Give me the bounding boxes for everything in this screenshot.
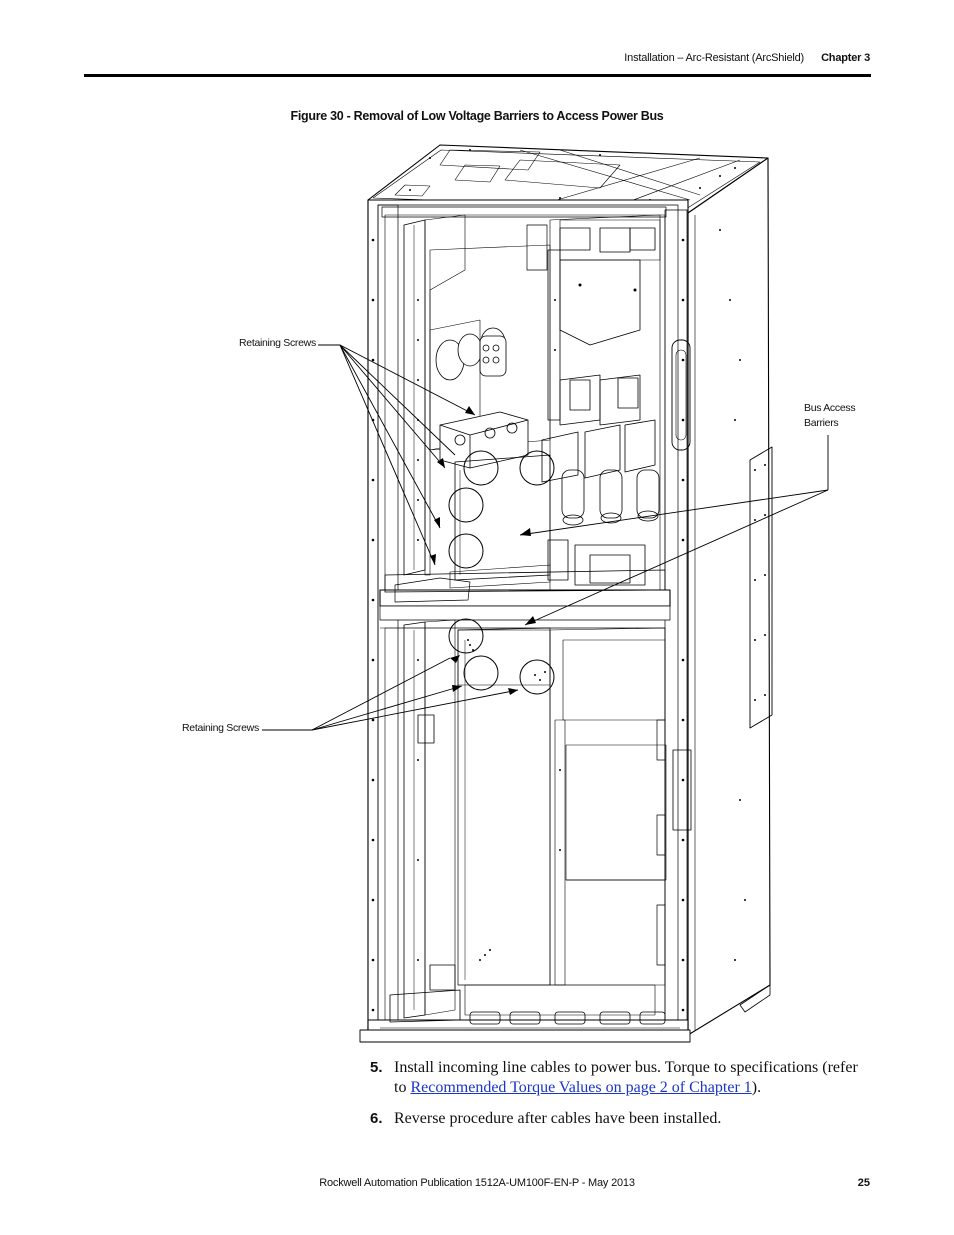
callout-bus-access-line1: Bus Access xyxy=(804,402,856,414)
callout-retaining-screws-upper: Retaining Screws xyxy=(239,337,316,349)
screw-highlight-circles xyxy=(448,450,555,695)
step-6-text: Reverse procedure after cables have been… xyxy=(394,1110,722,1127)
cabinet-drawing xyxy=(262,144,829,1043)
torque-values-link[interactable]: Recommended Torque Values on page 2 of C… xyxy=(410,1079,752,1096)
cabinet-base xyxy=(359,1029,691,1043)
lower-compartment xyxy=(384,619,667,1025)
cabinet-top xyxy=(367,144,769,214)
upper-compartment xyxy=(384,214,666,603)
cabinet-right-side xyxy=(687,157,773,1036)
step-5-number: 5. xyxy=(370,1059,383,1076)
header-section-title: Installation – Arc-Resistant (ArcShield) xyxy=(624,52,804,64)
callout-bus-access-barriers: Bus Access Barriers xyxy=(804,401,856,431)
step-6: 6. Reverse procedure after cables have b… xyxy=(370,1109,870,1129)
header-chapter-label: Chapter 3 xyxy=(821,52,870,64)
footer-publication: Rockwell Automation Publication 1512A-UM… xyxy=(319,1177,635,1189)
callout-retaining-screws-lower: Retaining Screws xyxy=(182,722,259,734)
figure-caption: Figure 30 - Removal of Low Voltage Barri… xyxy=(290,109,664,123)
header-rule xyxy=(84,74,871,77)
footer-page-number: 25 xyxy=(857,1177,870,1189)
step-5: 5. Install incoming line cables to power… xyxy=(370,1058,870,1098)
callout-bus-access-line2: Barriers xyxy=(804,417,839,429)
cabinet-front-frame xyxy=(367,199,692,1036)
procedure-steps: 5. Install incoming line cables to power… xyxy=(370,1058,870,1140)
leader-arrowheads xyxy=(430,406,536,695)
leader-lines xyxy=(262,344,829,731)
step-5-text-before: Install incoming line cables to power bu… xyxy=(394,1059,858,1096)
step-6-number: 6. xyxy=(370,1110,383,1127)
step-5-text-after: ). xyxy=(751,1079,762,1096)
